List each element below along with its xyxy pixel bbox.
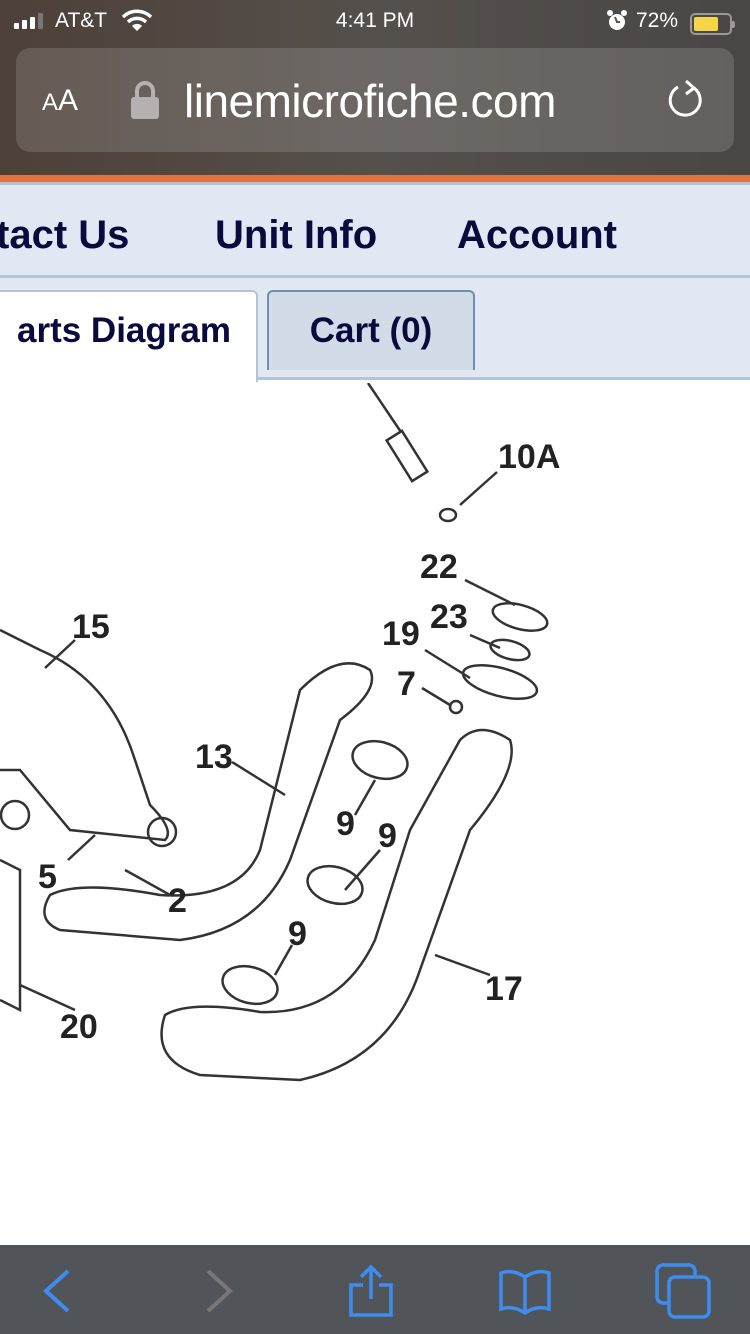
callout-2[interactable]: 2 (168, 882, 187, 920)
callout-9[interactable]: 9 (288, 915, 307, 953)
clock: 4:41 PM (335, 9, 415, 32)
callout-9[interactable]: 9 (378, 817, 397, 855)
browser-chrome: AT&T 4:41 PM 72% AA linemicrofiche.com (0, 0, 750, 175)
address-bar[interactable]: AA linemicrofiche.com (16, 48, 734, 152)
tab-parts-diagram[interactable]: arts Diagram (0, 290, 258, 382)
nav-unit-info[interactable]: Unit Info (215, 213, 378, 257)
callout-20[interactable]: 20 (60, 1008, 98, 1046)
alarm-icon (607, 10, 627, 30)
callout-15[interactable]: 15 (72, 608, 110, 646)
battery-percent: 72% (636, 9, 679, 32)
tabs-icon[interactable] (655, 1263, 711, 1319)
status-bar: AT&T 4:41 PM 72% (0, 6, 750, 36)
reader-view-button[interactable]: AA (42, 84, 78, 118)
callout-7[interactable]: 7 (397, 665, 416, 703)
wifi-icon (121, 9, 153, 31)
callout-23[interactable]: 23 (430, 598, 468, 636)
callout-10a[interactable]: 10A (498, 438, 560, 476)
bookmarks-icon[interactable] (497, 1263, 553, 1319)
tab-cart[interactable]: Cart (0) (267, 290, 475, 370)
site-nav: tact Us Unit Info Account (0, 182, 750, 278)
forward-icon[interactable] (190, 1263, 246, 1319)
callout-13[interactable]: 13 (195, 738, 233, 776)
back-icon[interactable] (30, 1263, 86, 1319)
battery-icon (690, 13, 735, 35)
nav-account[interactable]: Account (457, 213, 617, 257)
carrier-label: AT&T (55, 9, 108, 32)
site-header-accent (0, 175, 750, 182)
url-text[interactable]: linemicrofiche.com (184, 75, 556, 127)
signal-icon (14, 13, 43, 29)
nav-contact-us[interactable]: tact Us (0, 213, 130, 257)
browser-toolbar (0, 1245, 750, 1334)
tab-bar: arts Diagram Cart (0) (0, 278, 750, 382)
callout-5[interactable]: 5 (38, 858, 57, 896)
share-icon[interactable] (343, 1263, 399, 1319)
parts-diagram: 10A 22 23 19 7 15 13 9 9 9 5 2 17 20 (0, 383, 560, 1082)
callout-22[interactable]: 22 (420, 548, 458, 586)
callout-17[interactable]: 17 (485, 970, 523, 1008)
callout-9[interactable]: 9 (336, 805, 355, 843)
reader-large-a: A (58, 84, 79, 117)
lock-icon (131, 81, 159, 119)
reload-icon[interactable] (664, 78, 708, 122)
reader-small-a: A (42, 89, 59, 116)
callout-19[interactable]: 19 (382, 615, 420, 653)
